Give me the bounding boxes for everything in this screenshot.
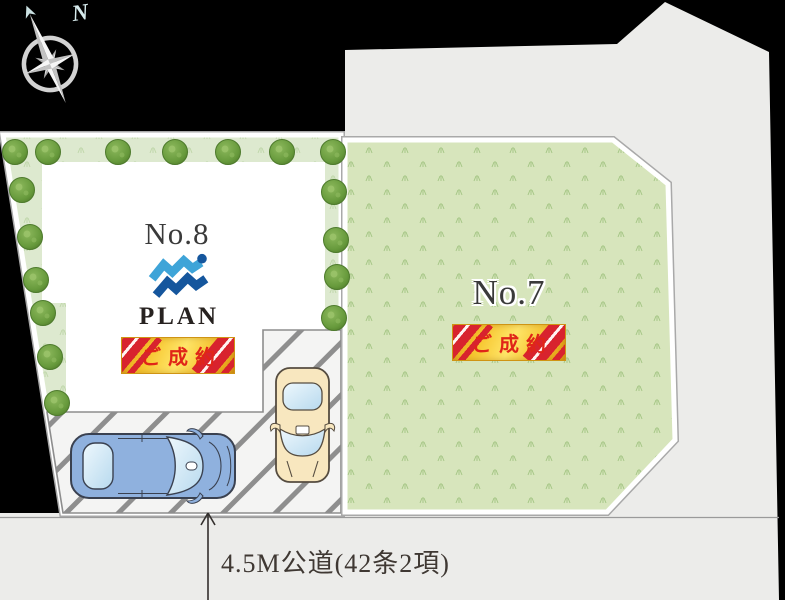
lot7-sold-text: ご成約 <box>472 334 553 356</box>
lot7-sold-banner: ご成約 <box>452 324 566 361</box>
compass-north-label: N <box>70 0 91 27</box>
builder-logo: PLAN <box>133 252 225 329</box>
tree-icon <box>215 139 241 165</box>
lot8-title: No.8 <box>144 216 210 251</box>
trees <box>2 139 350 416</box>
tree-icon <box>321 305 347 331</box>
tree-icon <box>35 139 61 165</box>
logo-waves-icon <box>148 253 209 298</box>
tree-icon <box>30 300 56 326</box>
tree-icon <box>269 139 295 165</box>
tree-icon <box>9 177 35 203</box>
lot7-title: No.7 <box>472 273 546 312</box>
tree-icon <box>324 264 350 290</box>
tree-icon <box>162 139 188 165</box>
car-beige <box>269 367 336 483</box>
tree-icon <box>17 224 43 250</box>
road-arrow <box>200 512 216 600</box>
lot8-sold-banner: ご成約 <box>121 337 235 374</box>
tree-icon <box>23 267 49 293</box>
tree-icon <box>105 139 131 165</box>
logo-brand: PLAN <box>138 303 220 330</box>
compass-rose-icon <box>21 5 79 103</box>
lot8-sold-text: ご成約 <box>141 347 222 369</box>
tree-icon <box>2 139 28 165</box>
tree-icon <box>321 179 347 205</box>
tree-icon <box>44 390 70 416</box>
car-blue <box>70 428 236 504</box>
road-label: 4.5M公道(42条2項) <box>221 549 450 578</box>
tree-icon <box>323 227 349 253</box>
tree-icon <box>320 139 346 165</box>
tree-icon <box>37 344 63 370</box>
